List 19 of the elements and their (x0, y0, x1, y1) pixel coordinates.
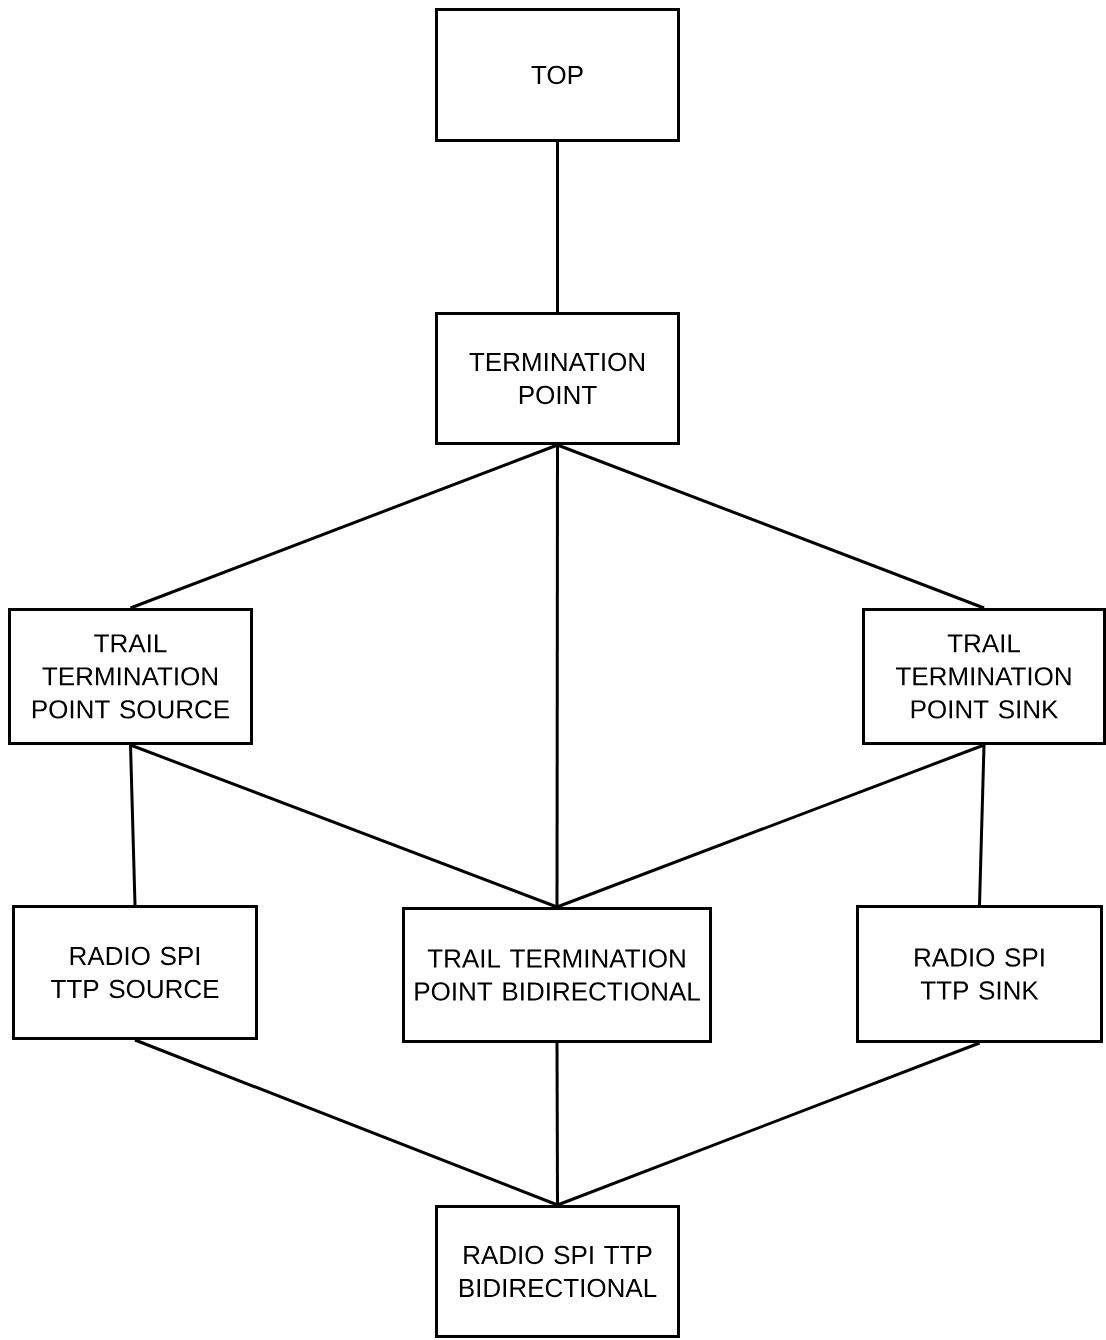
connector-line (129, 744, 137, 906)
connector-line (556, 1041, 981, 1207)
class-box: RADIO SPI TTP SINK (856, 905, 1103, 1043)
class-box: TRAIL TERMINATION POINT SINK (862, 608, 1106, 745)
connector-line (129, 443, 559, 610)
connector-line (556, 743, 985, 909)
connector-line (978, 744, 986, 906)
connector-line (556, 142, 559, 312)
class-box: RADIO SPI TTP BIDIRECTIONAL (435, 1205, 680, 1338)
class-box: TRAIL TERMINATION POINT BIDIRECTIONAL (402, 907, 712, 1043)
class-box: TRAIL TERMINATION POINT SOURCE (8, 608, 253, 745)
connector-line (556, 443, 985, 610)
connector-line (129, 743, 558, 909)
connector-line (555, 1043, 559, 1205)
connector-line (134, 1038, 559, 1207)
class-box: TOP (435, 8, 680, 142)
class-box: TERMINATION POINT (435, 312, 680, 445)
class-box: RADIO SPI TTP SOURCE (12, 905, 258, 1040)
connector-line (555, 445, 559, 907)
